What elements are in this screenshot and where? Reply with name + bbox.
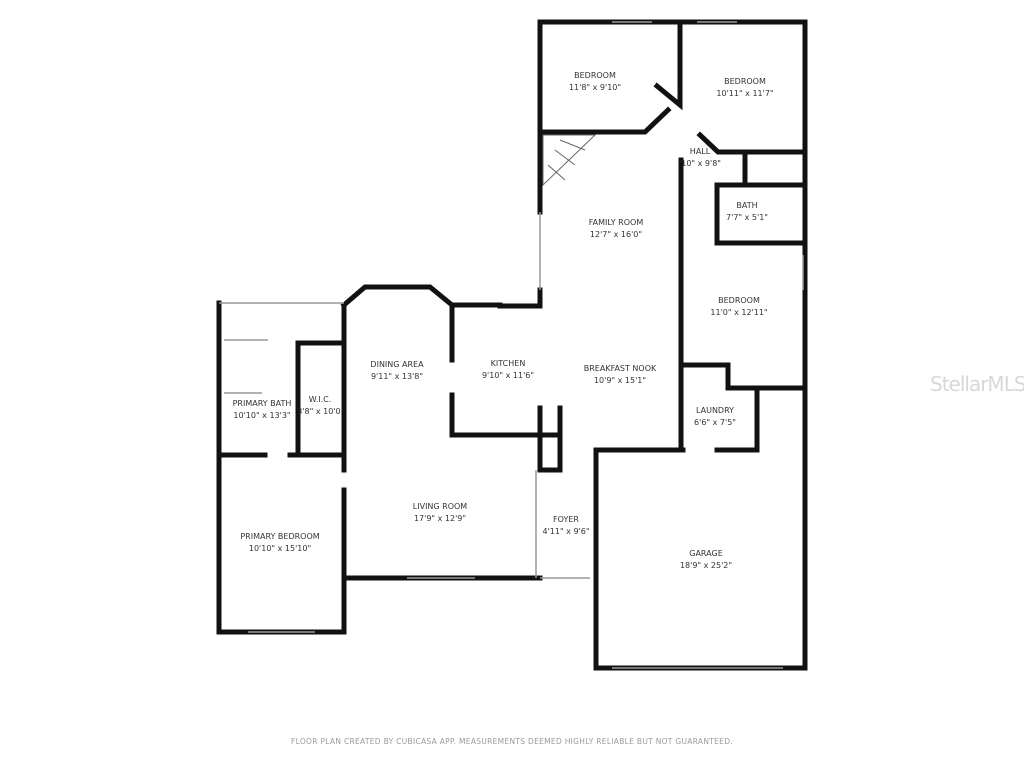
- room-name: DINING AREA: [370, 360, 424, 369]
- room-size: 18'9" x 25'2": [679, 561, 733, 570]
- room-label-dining-area: DINING AREA 9'11" x 13'8": [370, 359, 423, 383]
- room-label-garage: GARAGE 18'9" x 25'2": [680, 548, 732, 572]
- room-label-primary-bath: PRIMARY BATH 10'10" x 13'3": [233, 398, 292, 422]
- room-name: HALL: [689, 147, 711, 156]
- room-size: 9'11" x 13'8": [370, 372, 424, 381]
- room-name: PRIMARY BATH: [232, 399, 292, 408]
- room-name: BATH: [736, 201, 758, 210]
- room-name: BEDROOM: [724, 77, 766, 86]
- room-name: FAMILY ROOM: [588, 218, 644, 227]
- watermark: StellarMLS: [930, 372, 1024, 396]
- room-size: 6'6" x 7'5": [694, 418, 736, 427]
- room-label-wic: W.I.C. 3'8" x 10'0': [297, 394, 343, 418]
- footer-disclaimer: FLOOR PLAN CREATED BY CUBICASA APP. MEAS…: [291, 737, 733, 746]
- room-size: '10" x 9'8": [679, 159, 721, 168]
- room-size: 11'0" x 12'11": [710, 308, 768, 317]
- room-size: 10'11" x 11'7": [716, 89, 774, 98]
- room-label-laundry: LAUNDRY 6'6" x 7'5": [694, 405, 736, 429]
- room-size: 10'10" x 13'3": [233, 411, 291, 420]
- room-name: BREAKFAST NOOK: [583, 364, 657, 373]
- room-size: 10'9" x 15'1": [593, 376, 647, 385]
- room-label-living-room: LIVING ROOM 17'9" x 12'9": [413, 501, 467, 525]
- room-size: 7'7" x 5'1": [726, 213, 768, 222]
- room-name: FOYER: [553, 515, 579, 524]
- room-label-hall: HALL '10" x 9'8": [679, 146, 721, 170]
- room-size: 17'9" x 12'9": [413, 514, 467, 523]
- room-size: 9'10" x 11'6": [481, 371, 535, 380]
- room-label-kitchen: KITCHEN 9'10" x 11'6": [482, 358, 534, 382]
- fireplace: [542, 134, 597, 187]
- room-name: W.I.C.: [308, 395, 332, 404]
- room-label-breakfast-nook: BREAKFAST NOOK 10'9" x 15'1": [584, 363, 657, 387]
- room-label-primary-bedroom: PRIMARY BEDROOM 10'10" x 15'10": [240, 531, 319, 555]
- room-name: KITCHEN: [490, 359, 526, 368]
- room-name: LIVING ROOM: [412, 502, 468, 511]
- room-label-bath: BATH 7'7" x 5'1": [726, 200, 768, 224]
- room-size: 4'11" x 9'6": [542, 527, 590, 536]
- room-size: 3'8" x 10'0': [297, 407, 343, 416]
- room-label-family-room: FAMILY ROOM 12'7" x 16'0": [589, 217, 643, 241]
- room-name: LAUNDRY: [695, 406, 735, 415]
- windows-and-doors: [219, 21, 804, 669]
- room-label-bedroom-1: BEDROOM 11'8" x 9'10": [569, 70, 621, 94]
- room-name: BEDROOM: [718, 296, 760, 305]
- room-size: 10'10" x 15'10": [248, 544, 312, 553]
- room-size: 12'7" x 16'0": [589, 230, 643, 239]
- room-label-foyer: FOYER 4'11" x 9'6": [542, 514, 589, 538]
- room-label-bedroom-3: BEDROOM 11'0" x 12'11": [710, 295, 767, 319]
- room-name: GARAGE: [689, 549, 723, 558]
- room-size: 11'8" x 9'10": [568, 83, 622, 92]
- room-name: BEDROOM: [574, 71, 616, 80]
- room-label-bedroom-2: BEDROOM 10'11" x 11'7": [716, 76, 773, 100]
- room-name: PRIMARY BEDROOM: [240, 532, 320, 541]
